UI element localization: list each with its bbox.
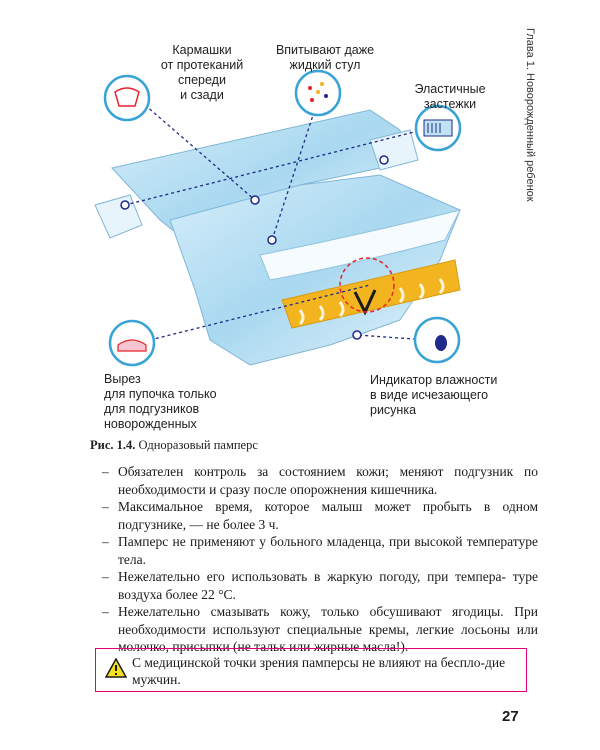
warning-box: С медицинской точки зрения памперсы не в… [95,648,527,692]
page-number: 27 [502,708,519,725]
figure-caption: Рис. 1.4. Одноразовый памперс [90,438,258,453]
list-item: –Обязателен контроль за состоянием кожи;… [102,464,538,497]
list-item: –Максимальное время, которое малыш может… [102,499,538,532]
warning-text: С медицинской точки зрения памперсы не в… [132,655,506,687]
list-item: –Памперс не применяют у больного младенц… [102,534,538,567]
callout-cutout: Вырез для пупочка только для подгузников… [104,372,217,431]
wetness-indicator-icon [413,316,461,364]
elastic-icon [414,104,462,152]
diaper-figure: Кармашки от протеканий спереди и сзади В… [94,43,498,431]
list-item: –Нежелательно смазывать кожу, только обс… [102,604,538,654]
diaper-illustration [94,69,462,367]
diaper-front-edge [259,209,461,281]
absorb-icon [294,69,342,117]
pockets-icon [103,74,151,122]
cutout-highlight [339,257,395,313]
chapter-header: Глава 1. Новорожденный ребенок [524,28,536,202]
warning-triangle-icon [104,657,128,683]
navel-cutout-icon [108,319,156,367]
callout-elastic: Эластичные застежки [414,82,486,111]
callout-pockets: Кармашки от протеканий спереди и сзади [160,43,244,102]
caption-text: Одноразовый памперс [135,438,258,452]
diaper-yellow-band [281,259,461,329]
diaper-left-tab [94,194,143,239]
list-item: –Нежелательно его использовать в жаркую … [102,569,539,602]
callout-indicator: Индикатор влажности в виде исчезающего р… [370,373,498,417]
caption-label: Рис. 1.4. [90,438,136,452]
recommendations-list: –Обязателен контроль за состоянием кожи;… [102,463,539,656]
callout-absorb: Впитывают даже жидкий стул [275,43,375,72]
